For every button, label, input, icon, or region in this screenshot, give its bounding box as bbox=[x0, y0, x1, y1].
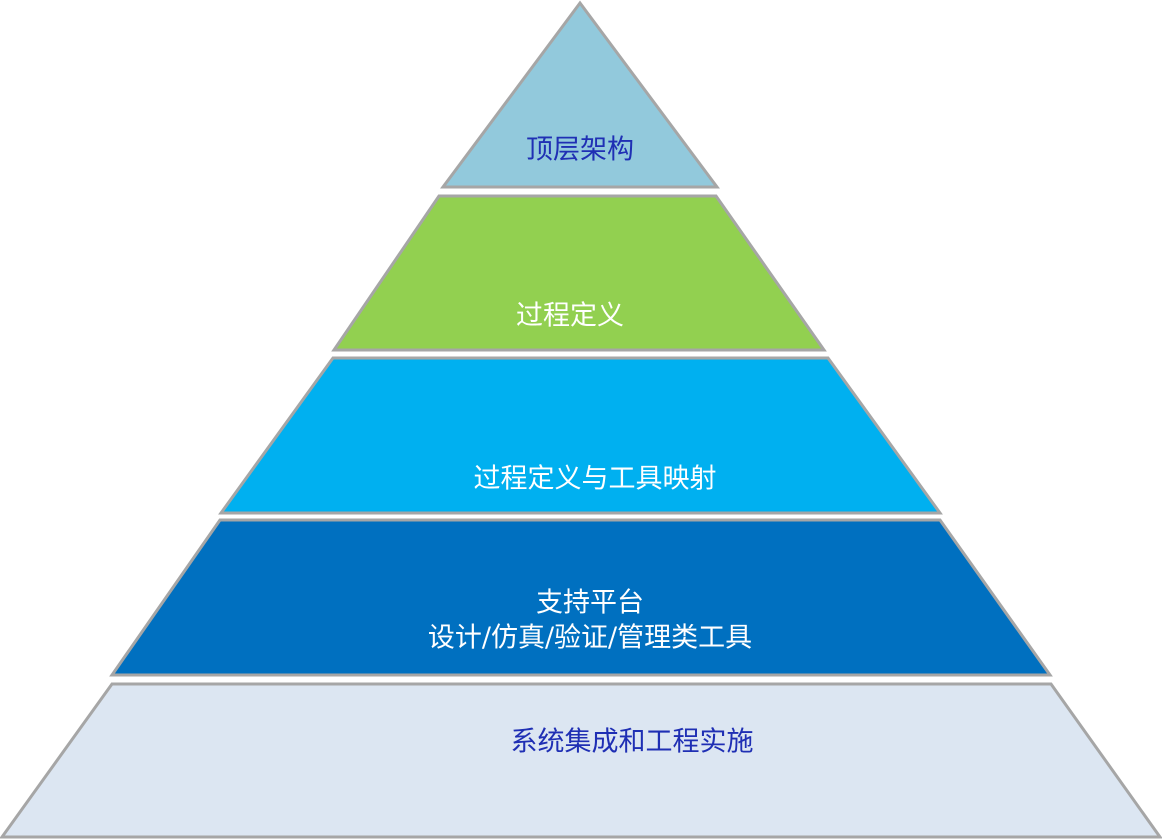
tier-shape bbox=[218, 356, 943, 515]
tier-label-line-1: 支持平台 bbox=[536, 588, 644, 619]
tier-process-tool-mapping: 过程定义与工具映射 bbox=[218, 356, 943, 515]
tier-support-platform: 支持平台 设计/仿真/验证/管理类工具 bbox=[109, 518, 1053, 677]
tier-shape bbox=[0, 682, 1162, 839]
tier-shape bbox=[440, 0, 720, 189]
tier-process-definition: 过程定义 bbox=[331, 194, 827, 352]
tier-shape bbox=[109, 518, 1053, 677]
tier-label: 顶层架构 bbox=[526, 135, 634, 166]
tier-label: 过程定义 bbox=[516, 301, 624, 332]
tier-system-integration: 系统集成和工程实施 bbox=[0, 682, 1162, 839]
tier-label-line-2: 设计/仿真/验证/管理类工具 bbox=[428, 623, 752, 654]
tier-shape bbox=[331, 194, 827, 352]
tier-top-architecture: 顶层架构 bbox=[440, 0, 720, 189]
tier-label: 过程定义与工具映射 bbox=[474, 464, 717, 495]
tier-label: 系统集成和工程实施 bbox=[511, 727, 754, 758]
